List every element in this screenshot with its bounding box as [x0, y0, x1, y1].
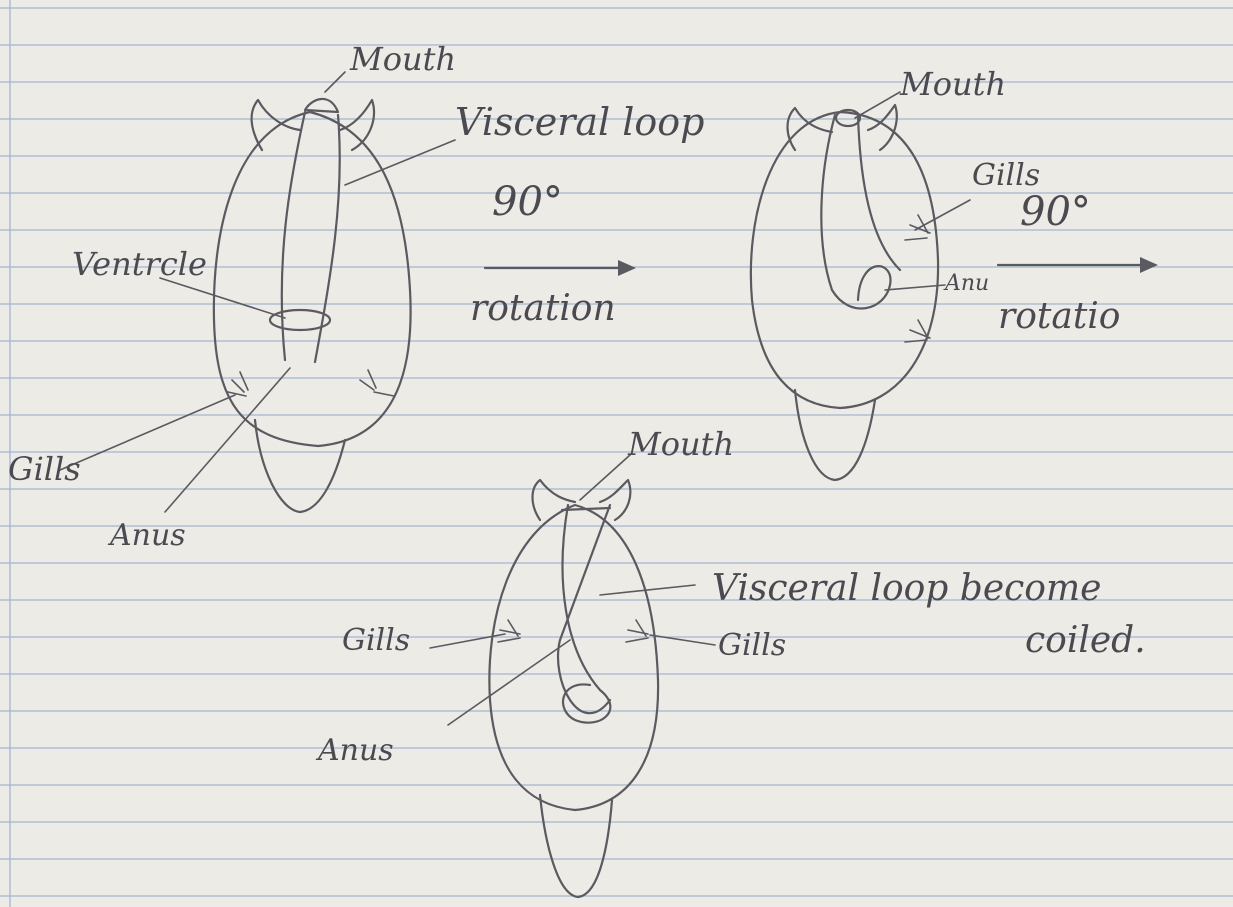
stage3-visceral-loop-label-line1: Visceral loop become: [712, 568, 1101, 609]
stage3-gills-left-label: Gills: [342, 623, 410, 658]
stage3-mouth-label: Mouth: [627, 425, 734, 463]
stage3-anus-label: Anus: [315, 733, 394, 768]
stage1-ventricle-label: Ventrcle: [72, 245, 207, 283]
stage3-visceral-loop-label-line2: coiled.: [1025, 620, 1146, 661]
arrow2-rotation-label: rotatio: [998, 296, 1120, 337]
stage1-anus-label: Anus: [107, 518, 186, 553]
stage1-gills-label: Gills: [8, 450, 81, 488]
stage2-mouth-label: Mouth: [899, 65, 1006, 103]
arrow1-rotation-label: rotation: [470, 288, 616, 329]
stage2-gills-label: Gills: [972, 158, 1040, 193]
stage1-mouth-label: Mouth: [349, 40, 456, 78]
stage2-anus-label: Anu: [943, 271, 989, 296]
arrow1-angle-label: 90°: [492, 179, 563, 225]
stage3-gills-right-label: Gills: [718, 628, 786, 663]
arrow2-angle-label: 90°: [1020, 189, 1091, 235]
stage1-visceral-loop-label: Visceral loop: [455, 100, 705, 144]
